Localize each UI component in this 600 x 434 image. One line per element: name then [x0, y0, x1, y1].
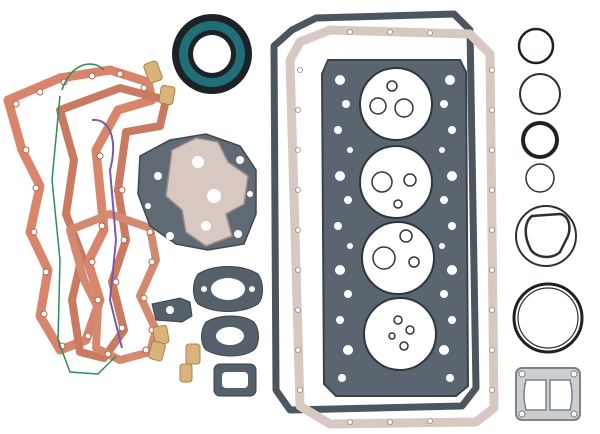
oil-pan-gasket-dark: [270, 10, 480, 414]
oil-seal: [172, 14, 252, 94]
cork-seal-6: [179, 363, 193, 383]
copper-gasket-1: [3, 65, 157, 355]
green-wire-seal: [51, 63, 117, 375]
cork-seal-2: [158, 84, 176, 106]
beige-gasket: [165, 137, 249, 247]
oil-pan-gaskets: [270, 10, 499, 429]
o-ring-6: [512, 282, 584, 354]
cylinder-bores: [359, 67, 437, 371]
o-rings: [512, 27, 584, 354]
o-ring-6-inner: [517, 287, 579, 349]
bore-2: [359, 145, 433, 219]
bore-3: [361, 221, 435, 295]
o-ring-3: [521, 121, 559, 159]
turbo-port-right: [549, 379, 573, 411]
o-ring-5: [515, 205, 577, 267]
bore-rings: [369, 80, 420, 351]
purple-wire-seal: [91, 118, 123, 349]
bore-4: [363, 297, 437, 371]
turbo-port-left: [523, 379, 547, 411]
cork-seal-4: [148, 340, 166, 362]
cluster-holes: [145, 156, 253, 240]
o-ring-4: [525, 163, 555, 193]
bolt-holes-left: [12, 70, 156, 358]
head-gasket-holes: [334, 75, 457, 382]
o-ring-2: [519, 73, 561, 115]
small-gasket-cluster: [137, 133, 257, 251]
o-ring-1: [517, 27, 555, 65]
turbo-gasket: [515, 367, 581, 421]
cork-seal-5: [185, 343, 201, 365]
pan-bolt-holes: [295, 29, 495, 425]
cylinder-head-gasket: [320, 59, 470, 397]
cork-seal-1: [143, 60, 163, 84]
cork-seals: [143, 60, 201, 383]
oil-pan-gasket-beige: [285, 25, 499, 429]
flange-gaskets: [151, 266, 263, 397]
shaped-seal: [524, 212, 571, 259]
